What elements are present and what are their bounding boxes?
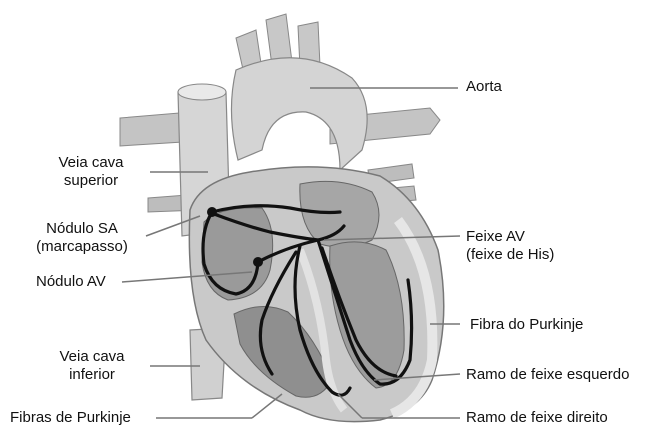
label-veia-cava-superior: Veia cava superior [36,154,146,190]
label-ramo-esquerdo: Ramo de feixe esquerdo [466,366,629,384]
av-node [253,257,263,267]
label-feixe-av-line2: (feixe de His) [466,246,554,264]
label-veia-cava-inferior-line1: Veia cava [36,348,148,366]
heart-body [189,167,443,422]
label-nodulo-sa-line1: Nódulo SA [20,220,144,238]
label-aorta: Aorta [466,78,502,96]
label-veia-cava-superior-line1: Veia cava [36,154,146,172]
leader-fibras-purkinje-2 [252,394,282,418]
label-nodulo-sa: Nódulo SA (marcapasso) [20,220,144,256]
label-nodulo-sa-line2: (marcapasso) [20,238,144,256]
label-veia-cava-superior-line2: superior [36,172,146,190]
label-veia-cava-inferior-line2: inferior [36,366,148,384]
label-nodulo-av: Nódulo AV [36,273,106,291]
sa-node [207,207,217,217]
label-feixe-av-line1: Feixe AV [466,228,554,246]
aortic-arch [231,14,367,170]
label-ramo-direito: Ramo de feixe direito [466,409,608,427]
label-veia-cava-inferior: Veia cava inferior [36,348,148,384]
label-fibra-purkinje-right: Fibra do Purkinje [470,316,583,334]
label-feixe-av: Feixe AV (feixe de His) [466,228,554,264]
label-fibras-purkinje: Fibras de Purkinje [10,409,131,427]
